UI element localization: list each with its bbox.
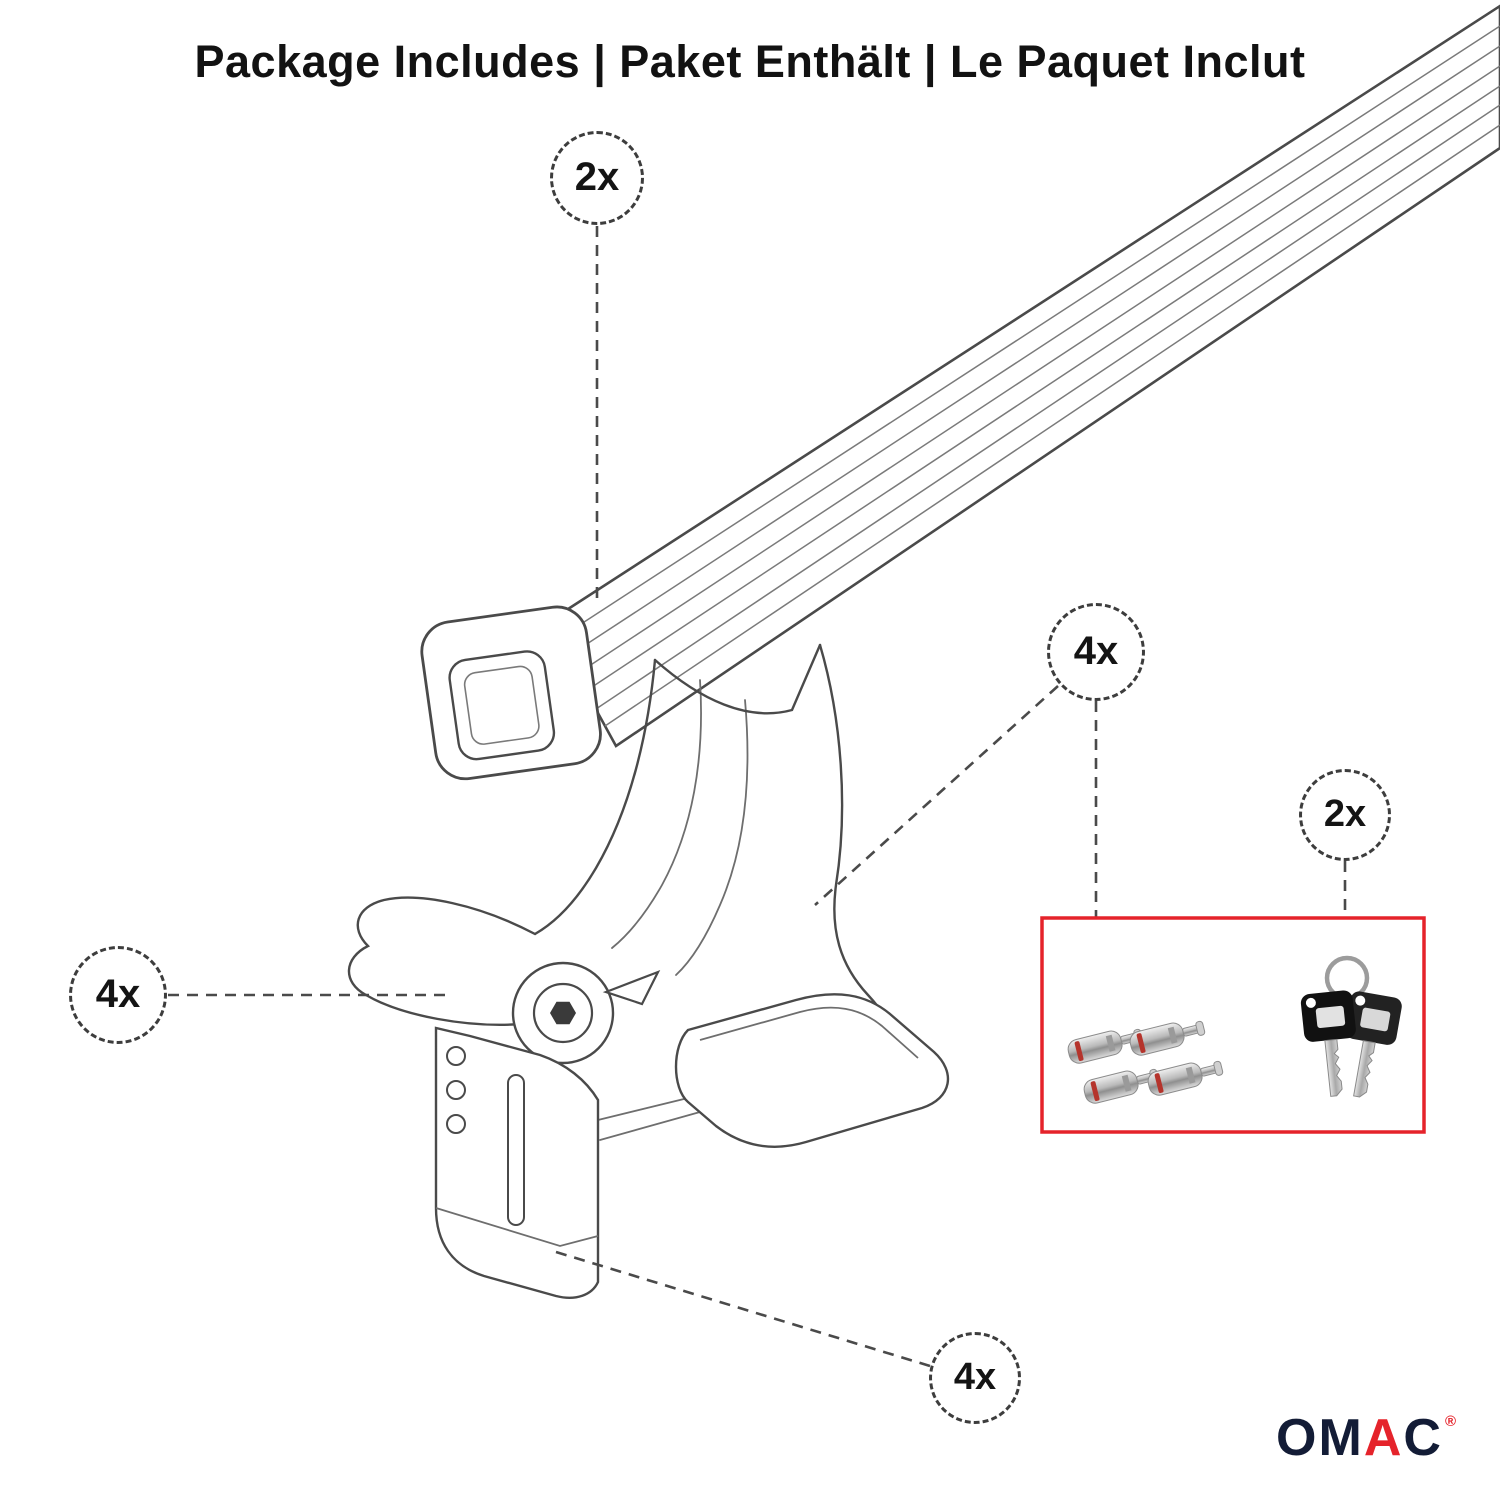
pointer-arrow (602, 969, 661, 1006)
bolt-boss (511, 961, 661, 1065)
callout-crossbar-label: 2x (574, 154, 620, 199)
logo-letter-c: C (1403, 1409, 1443, 1467)
callout-foot-pads-label: 4x (95, 971, 141, 1016)
registered-trademark-symbol: ® (1444, 1413, 1458, 1430)
callout-keys-count: 2x (1299, 769, 1391, 861)
clamp-bracket-drawing (434, 1026, 600, 1299)
crossbar-drawing (546, 4, 1500, 748)
leader-lockbolts-to-foot (814, 685, 1059, 906)
callout-clamps-label: 4x (953, 1355, 997, 1398)
mounting-foot-drawing (347, 643, 897, 1141)
callout-foot-pads-count: 4x (69, 946, 167, 1044)
logo-letter-a: A (1363, 1409, 1404, 1467)
end-cap-drawing (420, 605, 602, 781)
crossbar-rib-lines (557, 25, 1500, 727)
callout-clamps-count: 4x (929, 1332, 1021, 1424)
callout-leader-lines (168, 226, 1347, 1368)
callout-lock-bolts-count: 4x (1047, 603, 1145, 701)
page-title: Package Includes | Paket Enthält | Le Pa… (194, 36, 1306, 87)
leader-clamps (555, 1250, 931, 1368)
callout-lock-bolts-label: 4x (1073, 628, 1119, 673)
lock-cylinders-image (1067, 1020, 1224, 1104)
keys-image (1300, 955, 1402, 1098)
logo-letters-om: OM (1276, 1409, 1364, 1467)
callout-keys-label: 2x (1323, 792, 1367, 835)
callout-crossbar-count: 2x (550, 131, 644, 225)
base-pad-drawing (674, 993, 950, 1148)
